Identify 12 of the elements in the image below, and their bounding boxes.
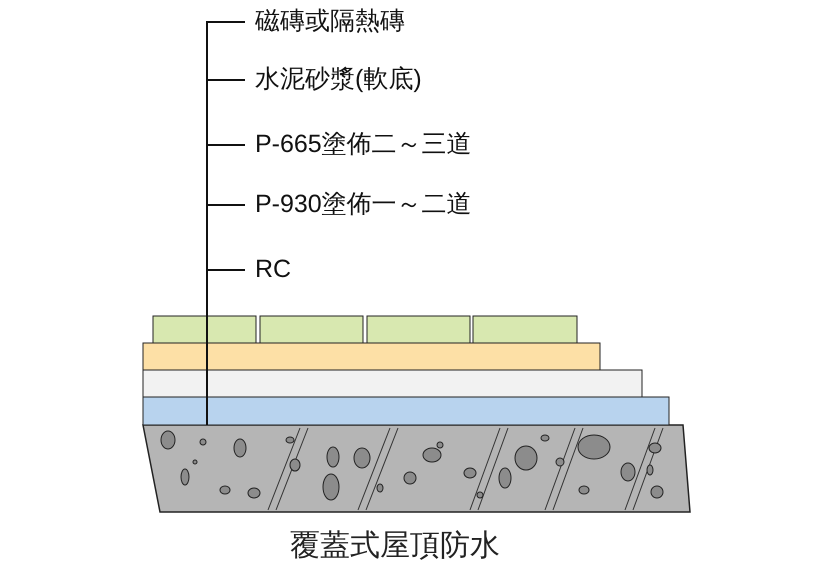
mortar-layer	[142, 342, 600, 370]
leader-line	[206, 269, 245, 425]
tile-row	[152, 316, 578, 344]
concrete-slab-drawing	[142, 424, 691, 513]
layer-label: RC	[255, 254, 292, 284]
caption: 覆蓋式屋頂防水	[289, 528, 501, 564]
layer-label: 磁磚或隔熱磚	[255, 6, 405, 36]
primer-layer	[142, 396, 670, 426]
layer-label: 水泥砂漿(軟底)	[255, 64, 422, 94]
coating-layer	[142, 370, 642, 398]
layer-label: P-930塗佈一～二道	[255, 189, 472, 219]
layer-label: P-665塗佈二～三道	[255, 129, 472, 159]
